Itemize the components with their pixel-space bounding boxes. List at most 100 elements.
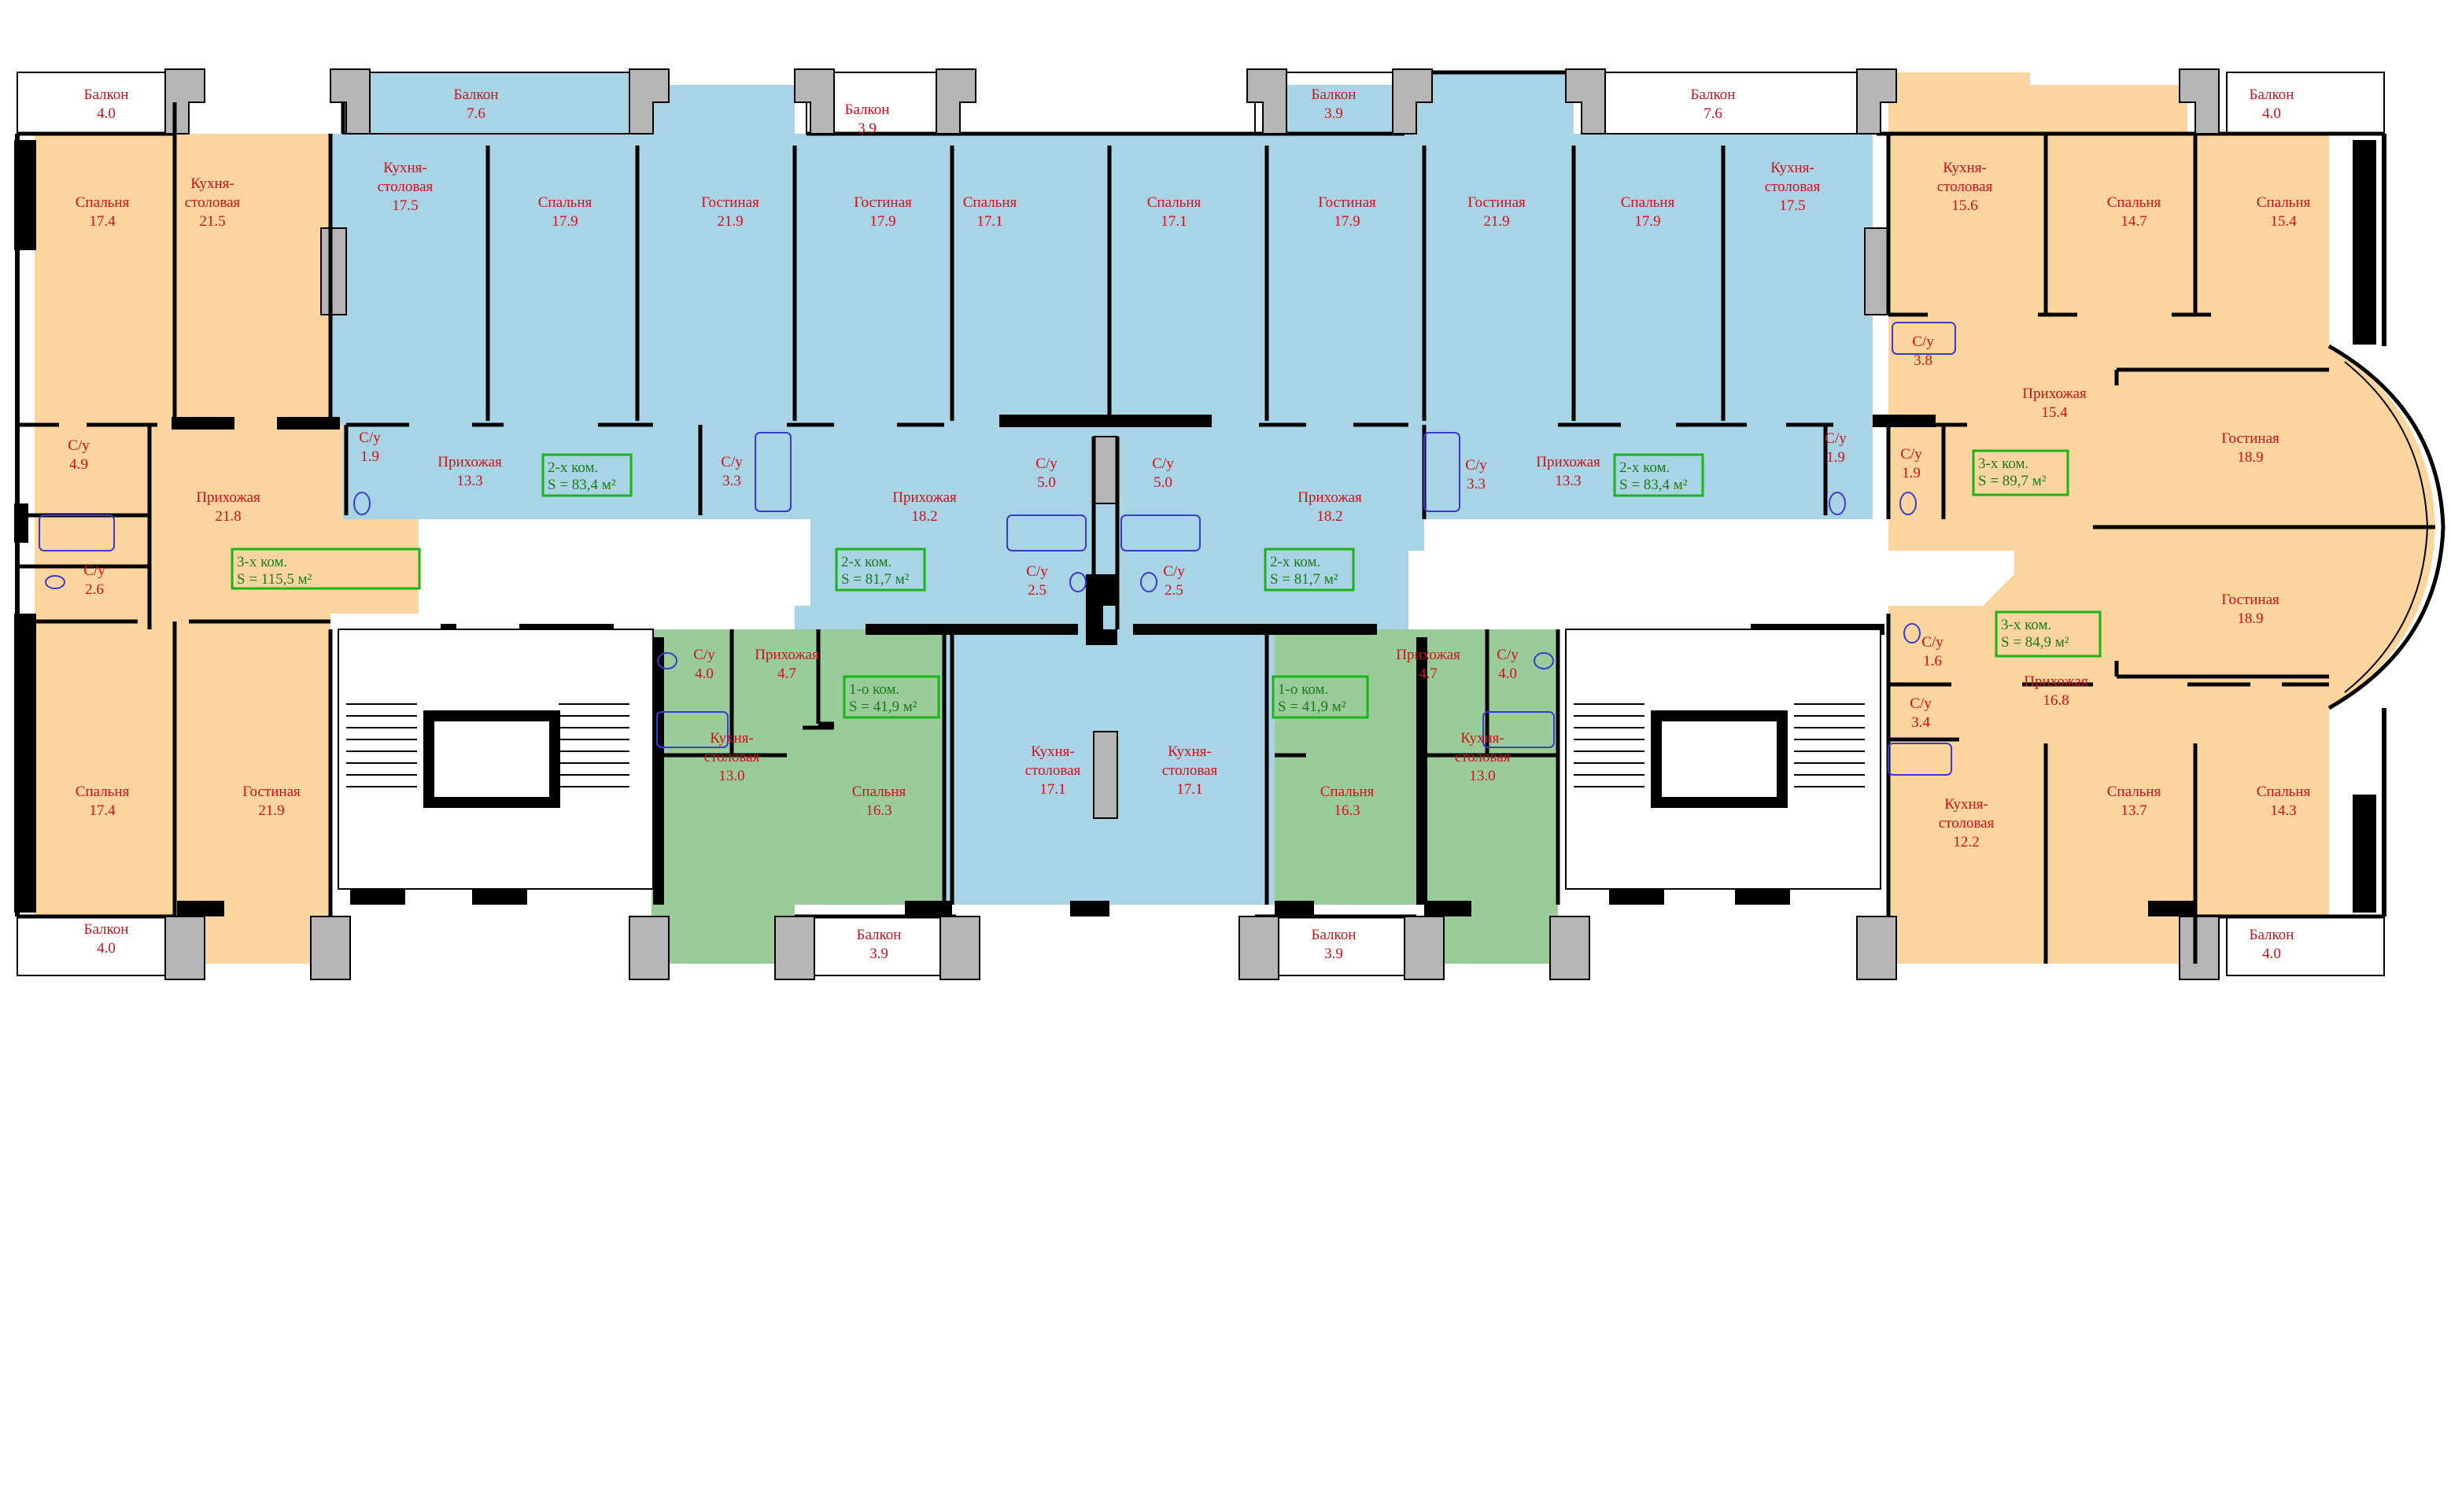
wall-piers <box>164 68 2220 980</box>
apartment-box <box>1995 610 2102 658</box>
room-name: Гостиная <box>854 194 912 211</box>
balcony-name: Балкон <box>2250 927 2294 943</box>
room-area: 3.8 <box>1914 352 1932 369</box>
room-name: Кухня-столовая <box>1939 796 1995 832</box>
room-area: 17.9 <box>1334 213 1360 230</box>
apartment-box <box>1613 453 1704 497</box>
room-area: 2.5 <box>1028 582 1046 599</box>
room-area: 21.9 <box>258 802 284 819</box>
room-area: 17.1 <box>976 213 1002 230</box>
room-area: 5.0 <box>1154 474 1172 491</box>
room-area: 15.4 <box>2041 404 2068 421</box>
room-area: 21.8 <box>215 508 241 525</box>
room-name: С/у <box>1163 563 1185 580</box>
apartment-area: S = 81,7 м² <box>1270 571 1338 588</box>
partition-walls <box>19 102 2435 964</box>
room-area: 16.3 <box>1334 802 1360 819</box>
room-name: Гостиная <box>701 194 759 211</box>
apartment-box <box>1264 548 1355 592</box>
room-name: Спальня <box>76 784 130 800</box>
apartment-labels: 3-х ком.S = 115,5 м²2-х ком.S = 83,4 м²2… <box>231 449 2102 719</box>
room-area: 4.9 <box>69 456 88 473</box>
room-name: Кухня-столовая <box>185 175 241 211</box>
room-name: Прихожая <box>755 647 819 663</box>
room-area: 16.3 <box>866 802 891 819</box>
room-area: 17.1 <box>1039 781 1065 798</box>
room-area: 17.1 <box>1161 213 1187 230</box>
room-name: С/у <box>1026 563 1048 580</box>
apartment-area: S = 84,9 м² <box>2001 634 2069 651</box>
apartment-rooms: 1-о ком. <box>849 681 899 698</box>
room-name: С/у <box>693 647 715 663</box>
room-name: Спальня <box>2107 194 2161 211</box>
room-area: 3.3 <box>1467 476 1486 492</box>
room-name: С/у <box>1921 634 1943 651</box>
room-name: Кухня-столовая <box>1765 160 1821 195</box>
apartment-area: S = 115,5 м² <box>237 571 312 588</box>
room-area: 1.9 <box>360 448 379 465</box>
room-name: Гостиная <box>2221 430 2279 447</box>
apartment-box <box>231 548 421 590</box>
room-name: Прихожая <box>437 454 502 470</box>
room-name: Прихожая <box>1297 489 1362 506</box>
room-area: 4.0 <box>1498 666 1517 682</box>
room-area: 17.9 <box>1634 213 1660 230</box>
balcony-area: 4.0 <box>97 940 116 957</box>
room-area: 4.0 <box>695 666 714 682</box>
apartment-box <box>1972 449 2069 496</box>
room-name: Спальня <box>1147 194 1202 211</box>
apartment-rooms: 2-х ком. <box>1619 459 1670 476</box>
apartment-rooms: 3-х ком. <box>237 554 287 570</box>
bathroom-fixtures <box>39 322 1956 776</box>
room-name: Спальня <box>538 194 592 211</box>
room-name: Спальня <box>2257 784 2311 800</box>
apartment-rooms: 3-х ком. <box>2001 617 2051 633</box>
room-name: Кухня-столовая <box>704 730 760 765</box>
balcony-area: 3.9 <box>1324 105 1343 122</box>
apartment-rooms: 2-х ком. <box>841 554 891 570</box>
room-name: Кухня-столовая <box>1025 743 1081 779</box>
room-area: 4.7 <box>1419 666 1438 682</box>
room-area: 18.2 <box>911 508 937 525</box>
apartment-box <box>541 453 633 497</box>
room-name: Прихожая <box>196 489 260 506</box>
room-name: Прихожая <box>1396 647 1460 663</box>
balcony-area: 3.9 <box>869 946 888 962</box>
room-name: Спальня <box>2107 784 2161 800</box>
room-name: С/у <box>1912 334 1934 350</box>
apartment-fill-2room-right <box>1424 72 1873 519</box>
room-area: 17.5 <box>392 197 418 214</box>
room-area: 21.9 <box>1483 213 1509 230</box>
room-name: Прихожая <box>2022 385 2087 402</box>
balcony-name: Балкон <box>454 87 499 103</box>
room-area: 15.4 <box>2270 213 2297 230</box>
room-name: Прихожая <box>2024 673 2088 690</box>
apartment-area: S = 83,4 м² <box>548 477 616 493</box>
room-area: 13.7 <box>2121 802 2146 819</box>
room-name: Прихожая <box>892 489 957 506</box>
room-area: 13.3 <box>456 473 482 489</box>
room-name: Прихожая <box>1536 454 1600 470</box>
room-area: 18.9 <box>2237 610 2263 627</box>
room-area: 15.6 <box>1951 197 1977 214</box>
apartment-box <box>843 675 940 719</box>
apartment-area: S = 89,7 м² <box>1978 473 2047 489</box>
room-area: 21.9 <box>717 213 743 230</box>
apartment-rooms: 1-о ком. <box>1278 681 1328 698</box>
balcony-name: Балкон <box>2250 87 2294 103</box>
room-name: Спальня <box>2257 194 2311 211</box>
room-name: С/у <box>1465 457 1487 474</box>
room-area: 5.0 <box>1037 474 1056 491</box>
balcony-name: Балкон <box>845 101 890 118</box>
apartment-fill-2room-left <box>330 72 795 519</box>
room-name: Гостиная <box>1318 194 1376 211</box>
room-area: 13.3 <box>1555 473 1581 489</box>
room-labels: Спальня17.4Кухня-столовая21.5С/у4.9Прихо… <box>68 160 2310 850</box>
room-area: 17.9 <box>552 213 578 230</box>
room-area: 16.8 <box>2043 692 2069 709</box>
room-area: 17.5 <box>1779 197 1805 214</box>
room-name: С/у <box>721 454 743 470</box>
room-name: С/у <box>1152 455 1174 472</box>
room-name: С/у <box>359 430 381 446</box>
